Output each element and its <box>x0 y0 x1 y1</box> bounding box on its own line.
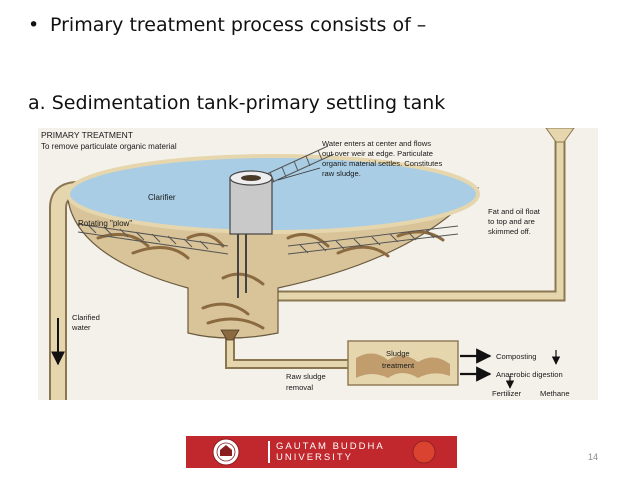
bullet-point: • Primary treatment process consists of – <box>28 14 426 36</box>
raw-sludge-pipe <box>227 333 350 367</box>
methane-label: Methane <box>540 389 570 398</box>
raw-sludge-line-2: removal <box>286 383 313 392</box>
fertilizer-label: Fertilizer <box>492 389 522 398</box>
water-enters-line-4: raw sludge. <box>322 169 361 178</box>
water-enters-line-3: organic material settles. Constitutes <box>322 159 442 168</box>
center-well <box>229 177 273 235</box>
sludge-hopper <box>220 329 240 341</box>
primary-treatment-diagram: PRIMARY TREATMENT To remove particulate … <box>38 128 598 400</box>
emblem-ring <box>216 442 236 462</box>
bullet-text: Primary treatment process consists of – <box>50 14 427 36</box>
clarifier-rim <box>66 154 480 234</box>
water-enters-line-2: out over weir at edge. Particulate <box>322 149 433 158</box>
composting-label: Composting <box>496 352 537 361</box>
fat-oil-line-2: to top and are <box>488 217 535 226</box>
clarified-water-line-1: Clarified <box>72 313 100 322</box>
logo-divider <box>268 441 270 463</box>
sludge-treatment-line-1: Sludge <box>386 349 410 358</box>
water-enters-line-1: Water enters at center and flows <box>322 139 431 148</box>
bullet-glyph: • <box>28 14 40 36</box>
diagram-subtitle: To remove particulate organic material <box>41 142 177 151</box>
raw-sludge-line-1: Raw sludge <box>286 372 326 381</box>
scum-funnel <box>545 128 575 143</box>
university-name: GAUTAM BUDDHA UNIVERSITY <box>276 441 385 463</box>
emblem-building-icon <box>220 445 232 456</box>
university-logo: GAUTAM BUDDHA UNIVERSITY <box>186 436 457 468</box>
callout-line <box>277 167 321 181</box>
anniversary-seal-icon <box>412 440 436 464</box>
sub-item-text: a. Sedimentation tank-primary settling t… <box>28 92 446 114</box>
logo-graphics <box>212 438 436 466</box>
clarifier-label: Clarifier <box>148 193 176 202</box>
anaerobic-label: Anaerobic digestion <box>496 370 563 379</box>
rotating-plow <box>77 223 459 255</box>
diagram-svg: PRIMARY TREATMENT To remove particulate … <box>38 128 598 400</box>
center-well-opening <box>241 175 261 181</box>
sludge-treatment-line-2: treatment <box>382 361 415 370</box>
fat-oil-line-1: Fat and oil float <box>488 207 541 216</box>
sludge-texture <box>356 353 450 378</box>
diagram-title: PRIMARY TREATMENT <box>41 130 133 140</box>
plow-label: Rotating "plow" <box>78 219 132 228</box>
clarified-water-line-2: water <box>71 323 91 332</box>
fat-oil-pipe <box>248 136 564 300</box>
fat-oil-line-3: skimmed off. <box>488 227 531 236</box>
page-number: 14 <box>588 452 599 462</box>
